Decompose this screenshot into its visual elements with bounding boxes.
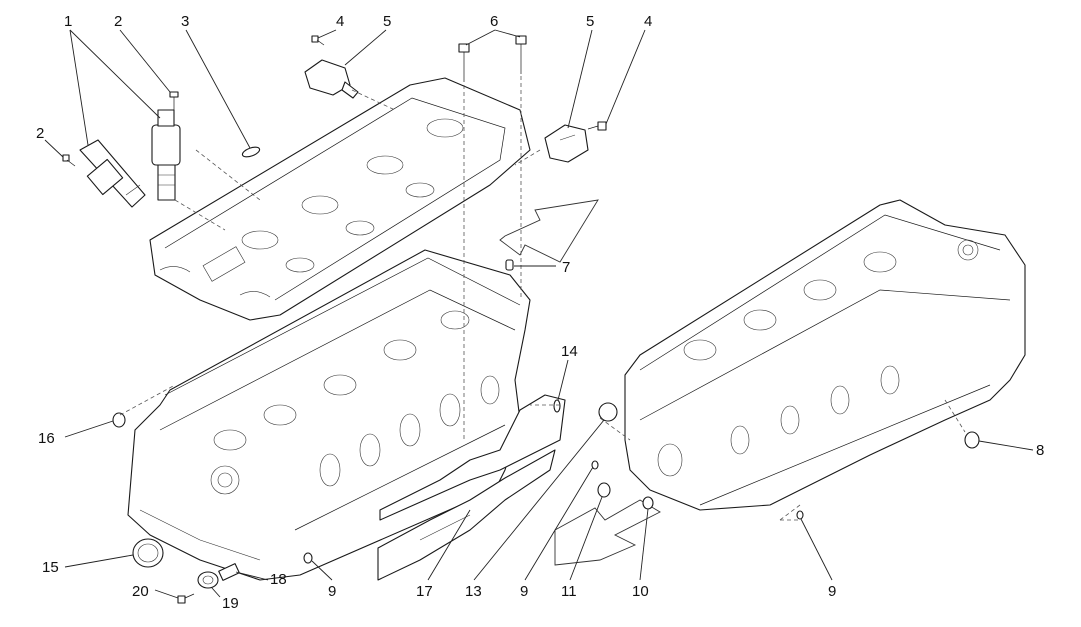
- callout-5-right: 5: [586, 13, 594, 30]
- plug-9c: [796, 510, 804, 520]
- screw-4a: [311, 35, 325, 46]
- fitting-19: [197, 571, 219, 589]
- callout-numbers: 1 2 2 3 4 4 5 5 6 7 8 9 9 9 10 11 13 14 …: [36, 13, 1044, 612]
- callout-4-left: 4: [336, 13, 344, 30]
- callout-15: 15: [42, 559, 59, 576]
- camshaft-carrier: [149, 77, 531, 321]
- cap-15: [132, 538, 164, 568]
- long-bolt-6a: [458, 43, 470, 82]
- callout-9-right: 9: [828, 583, 836, 600]
- callout-13: 13: [465, 583, 482, 600]
- plug-11: [597, 482, 611, 498]
- assembly-lines: [119, 76, 966, 521]
- callout-9-left: 9: [328, 583, 336, 600]
- camshaft-sensor-right: [544, 124, 589, 163]
- callout-19: 19: [222, 595, 239, 612]
- callout-2-top: 2: [114, 13, 122, 30]
- plug-8: [964, 431, 980, 449]
- right-cylinder-head: [624, 199, 1026, 511]
- o-ring: [241, 146, 261, 158]
- callout-9-mid: 9: [520, 583, 528, 600]
- callout-17: 17: [416, 583, 433, 600]
- bracket-18: [218, 563, 240, 581]
- plug-9b: [591, 460, 599, 470]
- bolt-20: [177, 593, 195, 604]
- callout-16: 16: [38, 430, 55, 447]
- callout-14: 14: [561, 343, 578, 360]
- bolt-2a: [169, 91, 179, 110]
- callout-8: 8: [1036, 442, 1044, 459]
- callout-7: 7: [562, 259, 570, 276]
- callout-4-right: 4: [644, 13, 652, 30]
- callout-18: 18: [270, 571, 287, 588]
- callout-6: 6: [490, 13, 498, 30]
- camshaft-sensor-left: [304, 59, 359, 99]
- direction-arrow-upper: [499, 199, 599, 263]
- leader-lines: [44, 29, 1034, 599]
- direction-arrow-lower: [554, 499, 661, 566]
- callout-1: 1: [64, 13, 72, 30]
- callout-2-left: 2: [36, 125, 44, 142]
- callout-10: 10: [632, 583, 649, 600]
- callout-5-left: 5: [383, 13, 391, 30]
- callout-3: 3: [181, 13, 189, 30]
- screw-4b: [587, 121, 607, 131]
- seal-ring-13: [598, 402, 618, 422]
- callout-20: 20: [132, 583, 149, 600]
- vvt-solenoid-left: [79, 139, 146, 208]
- bolt-2b: [62, 154, 76, 167]
- vvt-solenoid-right: [151, 109, 181, 201]
- plug-16: [112, 412, 126, 428]
- long-bolt-6b: [515, 35, 527, 74]
- plug-14: [553, 399, 561, 413]
- dowel-7: [505, 259, 514, 271]
- callout-11: 11: [561, 583, 577, 600]
- plug-9a: [303, 552, 313, 564]
- plug-10: [642, 496, 654, 510]
